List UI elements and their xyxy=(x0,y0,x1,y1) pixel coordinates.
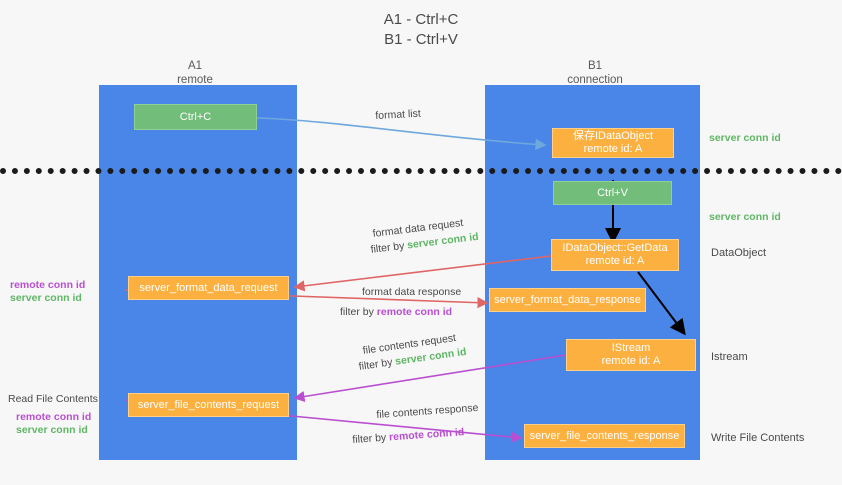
box-server-file-contents-request[interactable]: server_file_contents_request xyxy=(128,393,289,417)
right-label-server-conn-id-top: server conn id xyxy=(709,132,781,145)
box-getdata-line1: IDataObject::GetData xyxy=(562,242,668,254)
label-file-contents-response-text: file contents response xyxy=(376,401,479,421)
left-label-server-conn-id-b-text: server conn id xyxy=(16,424,88,436)
right-label-server-conn-id-mid: server conn id xyxy=(709,211,781,224)
remote-conn-id-text: remote conn id xyxy=(388,426,465,444)
left-label-server-conn-id-a-text: server conn id xyxy=(10,292,82,304)
right-label-istream: Istream xyxy=(711,350,748,364)
filter-prefix: filter by xyxy=(352,431,390,446)
right-label-dataobject: DataObject xyxy=(711,246,766,260)
column-header-a1-sub: remote xyxy=(177,74,213,86)
box-server-file-contents-response[interactable]: server_file_contents_response xyxy=(524,424,685,448)
left-label-server-conn-id-b: server conn id xyxy=(16,424,88,437)
box-server-format-data-request[interactable]: server_format_data_request xyxy=(128,276,289,300)
column-header-b1-sub: connection xyxy=(567,74,623,86)
box-istream[interactable]: IStream remote id: A xyxy=(566,339,696,371)
right-label-istream-text: Istream xyxy=(711,351,748,363)
box-istream-line1: IStream xyxy=(611,342,651,354)
label-filter-file-contents-response: filter by remote conn id xyxy=(352,426,465,447)
label-format-data-response-text: format data response xyxy=(362,286,462,298)
box-ctrl-c-label: Ctrl+C xyxy=(179,110,212,123)
box-save-idataobject-line2: remote id: A xyxy=(583,143,643,155)
right-label-dataobject-text: DataObject xyxy=(711,247,767,259)
left-label-read-file-contents-text: Read File Contents xyxy=(8,393,98,405)
remote-conn-id-text: remote conn id xyxy=(376,306,453,318)
label-format-list-text: format list xyxy=(375,107,422,122)
column-header-a1: A1 remote xyxy=(95,59,295,87)
column-header-a1-name: A1 xyxy=(187,60,203,72)
left-label-remote-conn-id-b-text: remote conn id xyxy=(16,411,92,423)
label-filter-format-data-response: filter by remote conn id xyxy=(340,306,452,319)
left-label-remote-conn-id-a: remote conn id xyxy=(10,279,85,292)
label-format-list: format list xyxy=(375,108,421,123)
right-label-write-file-contents: Write File Contents xyxy=(711,431,804,445)
box-server-format-data-response-label: server_format_data_response xyxy=(494,293,641,306)
left-label-remote-conn-id-a-text: remote conn id xyxy=(10,279,86,291)
filter-prefix: filter by xyxy=(358,355,397,373)
box-server-format-data-request-label: server_format_data_request xyxy=(139,281,278,294)
column-header-b1-name: B1 xyxy=(587,60,603,72)
column-header-b1: B1 connection xyxy=(495,59,695,87)
filter-prefix: filter by xyxy=(370,239,408,256)
box-save-idataobject[interactable]: 保存IDataObject remote id: A xyxy=(552,128,674,158)
section-divider xyxy=(0,168,842,174)
right-label-server-conn-id-mid-text: server conn id xyxy=(709,211,781,223)
left-label-remote-conn-id-b: remote conn id xyxy=(16,411,91,424)
box-ctrl-c[interactable]: Ctrl+C xyxy=(134,104,257,130)
box-server-file-contents-request-label: server_file_contents_request xyxy=(137,398,280,411)
box-save-idataobject-line1: 保存IDataObject xyxy=(572,130,654,142)
box-ctrl-v[interactable]: Ctrl+V xyxy=(553,181,672,205)
box-server-format-data-response[interactable]: server_format_data_response xyxy=(489,288,646,312)
left-label-server-conn-id-a: server conn id xyxy=(10,292,82,305)
box-getdata-line2: remote id: A xyxy=(585,255,645,267)
box-istream-line2: remote id: A xyxy=(601,355,661,367)
filter-prefix: filter by xyxy=(340,306,377,318)
left-label-read-file-contents: Read File Contents xyxy=(8,393,98,406)
box-server-file-contents-response-label: server_file_contents_response xyxy=(529,429,680,442)
box-ctrl-v-label: Ctrl+V xyxy=(597,186,628,199)
label-file-contents-response: file contents response xyxy=(376,402,479,422)
label-format-data-response: format data response xyxy=(362,286,461,299)
right-label-server-conn-id-top-text: server conn id xyxy=(709,132,781,144)
page-title: A1 - Ctrl+C B1 - Ctrl+V xyxy=(383,11,459,48)
box-idataobject-getdata[interactable]: IDataObject::GetData remote id: A xyxy=(551,239,679,271)
right-label-write-file-contents-text: Write File Contents xyxy=(711,432,805,444)
